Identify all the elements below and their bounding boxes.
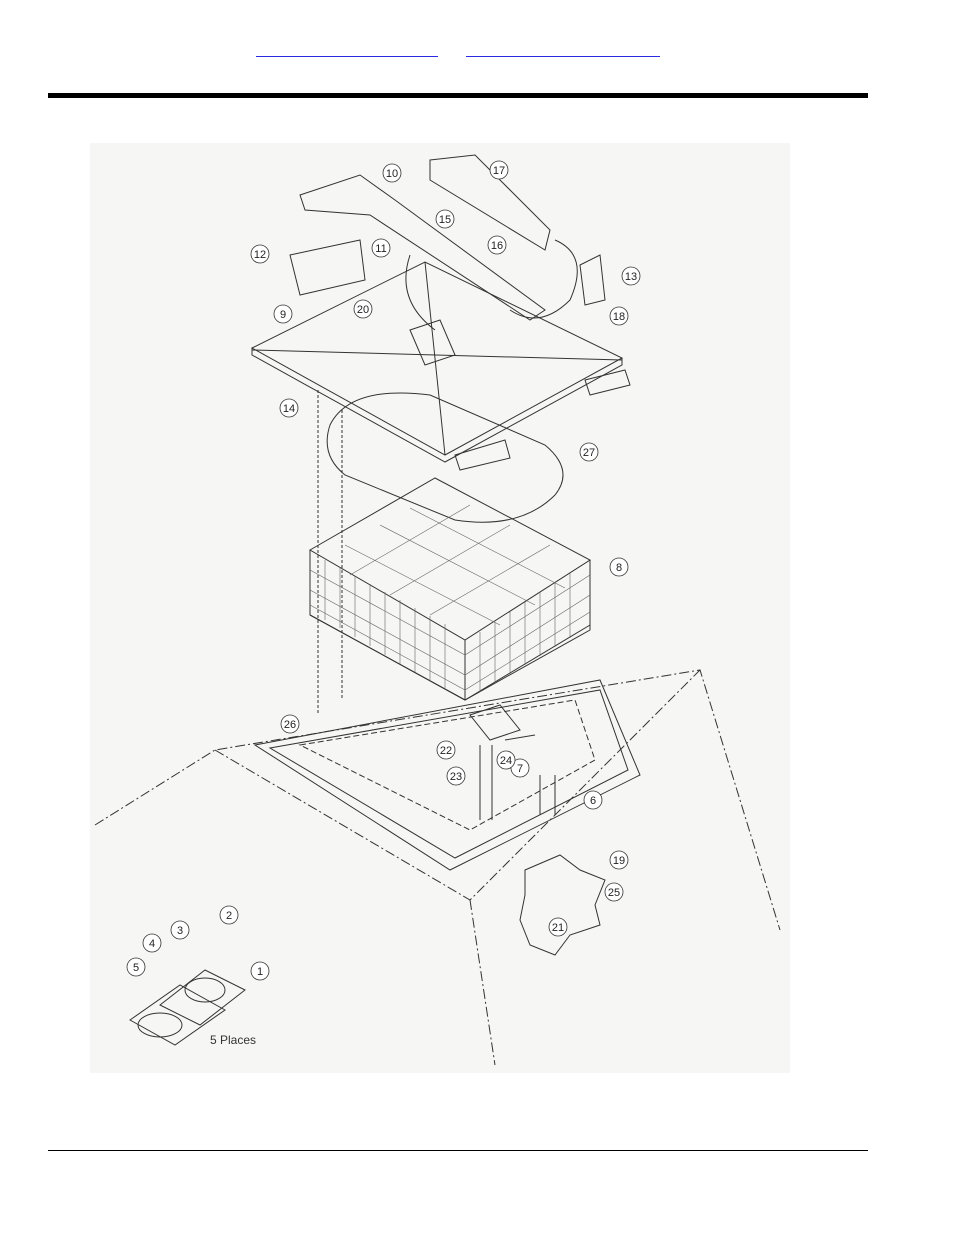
callout-4: 4 (149, 938, 155, 950)
callout-5: 5 (133, 962, 139, 974)
callout-19: 19 (613, 855, 625, 867)
callout-18: 18 (613, 311, 625, 323)
callout-17: 17 (493, 165, 505, 177)
callout-10: 10 (386, 168, 398, 180)
callout-27: 27 (583, 447, 595, 459)
callout-23: 23 (450, 771, 462, 783)
callout-24: 24 (500, 755, 512, 767)
callout-7: 7 (517, 763, 523, 775)
callout-20: 20 (357, 304, 369, 316)
callout-13: 13 (625, 271, 637, 283)
callout-16: 16 (491, 240, 503, 252)
callout-3: 3 (177, 925, 183, 937)
callout-2: 2 (226, 910, 232, 922)
callout-26: 26 (284, 719, 296, 731)
callout-1: 1 (257, 966, 263, 978)
callout-14: 14 (283, 403, 295, 415)
callout-21: 21 (552, 922, 564, 934)
nav-link-2[interactable] (466, 40, 660, 57)
exploded-view-drawing: 1 2 3 4 5 6 7 8 9 10 11 12 13 14 15 16 1… (90, 143, 790, 1073)
footer-rule (48, 1150, 868, 1151)
callout-15: 15 (439, 214, 451, 226)
callout-22: 22 (440, 745, 452, 757)
nav-link-1[interactable] (256, 40, 438, 57)
five-places-note: 5 Places (210, 1033, 256, 1047)
callout-6: 6 (590, 795, 596, 807)
callout-8: 8 (616, 562, 622, 574)
callout-11: 11 (375, 243, 386, 255)
callout-25: 25 (608, 887, 620, 899)
parts-diagram: 1 2 3 4 5 6 7 8 9 10 11 12 13 14 15 16 1… (90, 143, 790, 1073)
header-rule (48, 93, 868, 98)
callout-9: 9 (280, 309, 286, 321)
callout-12: 12 (254, 249, 266, 261)
